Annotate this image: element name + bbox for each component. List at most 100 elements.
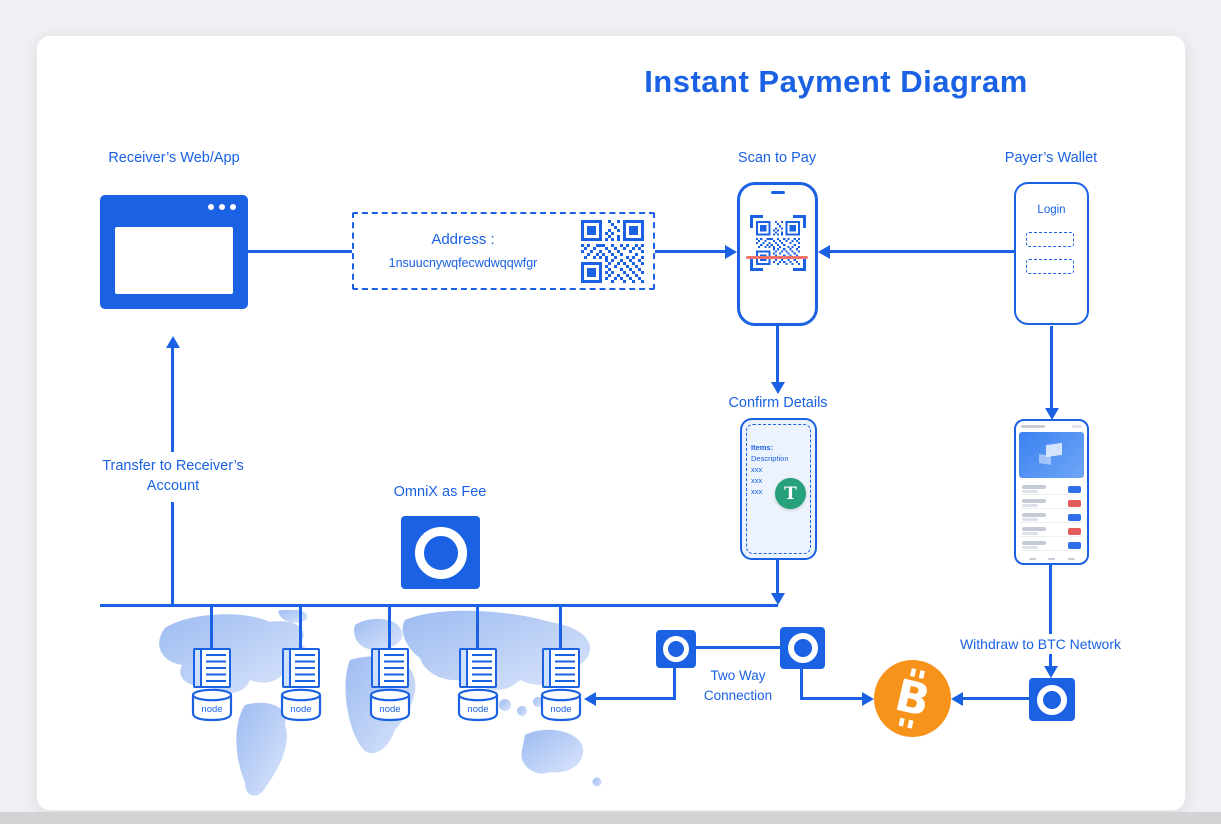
connector-bus-node [210,606,213,650]
arrowhead-to-walletapp [1044,408,1059,420]
browser-window-icon [100,195,248,309]
transfer-label-line2: Account [146,478,200,494]
wallet-badge [1068,513,1081,521]
node-label: node [467,704,488,715]
withdraw-label: Withdraw to BTC Network [948,634,1133,654]
server-icon [542,648,580,688]
item-line: xxx [751,465,763,474]
wallet-list-row [1020,525,1083,537]
omni-logo-icon [401,516,480,589]
arrowhead-to-bitcoin-left [862,691,874,706]
address-label: Address : [431,231,495,248]
qr-code-icon [581,220,644,283]
database-icon: node [369,688,411,722]
connector-omni-bitcoin-right [963,697,1029,700]
connector-omni-omni [696,646,780,649]
tether-symbol: T [784,483,797,504]
payers-wallet-label: Payer’s Wallet [1004,150,1098,166]
arrowhead-to-omni [1043,666,1058,678]
arrowhead-to-confirm [770,382,785,394]
connector-scan-confirm [776,326,779,382]
connector-bus-node [299,606,302,650]
wallet-badge [1068,499,1081,507]
wallet-badge [1068,527,1081,535]
node-label: node [290,704,311,715]
wallet-badge [1068,485,1081,493]
confirm-details-label: Confirm Details [728,395,828,411]
server-icon [282,648,320,688]
address-value: 1nsuucnywqfecwdwqqwfgr [388,256,538,270]
connector-omni-down-right [800,669,803,700]
scan-to-pay-label: Scan to Pay [737,150,817,166]
wallet-app-phone [1014,419,1089,565]
wallet-list-row [1020,483,1083,495]
arrowhead-to-browser [165,336,180,348]
arrowhead-to-scan-phone [725,244,737,259]
page-title: Instant Payment Diagram [644,64,1028,99]
connector-omni-nodes [594,697,676,700]
confirm-items-text: Items: Description xxx xxx xxx [751,442,789,497]
items-subtitle: Description [751,454,789,463]
confirm-details-phone: Items: Description xxx xxx xxx T [740,418,817,560]
server-icon [459,648,497,688]
bitcoin-icon: B [874,660,951,737]
transfer-label-line1: Transfer to Receiver’s [102,458,244,474]
login-password-field[interactable] [1026,259,1074,274]
omni-logo-icon [780,627,825,669]
wallet-list-row [1020,511,1083,523]
connector-confirm-bus [776,560,779,594]
connector-bus-node [559,606,562,650]
database-icon: node [191,688,233,722]
node-label: node [201,704,222,715]
connector-payer-walletapp [1050,326,1053,410]
connector-bus-node [388,606,391,650]
connector-bus-node [476,606,479,650]
two-way-label: Two Way Connection [688,666,788,706]
database-icon: node [280,688,322,722]
payer-login-phone: Login [1014,182,1089,325]
database-icon: node [457,688,499,722]
arrowhead-to-nodes [584,691,596,706]
arrowhead-to-bitcoin-right [951,691,963,706]
connector-payer-scan [830,250,1014,253]
transfer-label: Transfer to Receiver’s Account [84,456,262,496]
item-line: xxx [751,487,763,496]
connector-transfer-browser [171,348,174,452]
connector-walletapp-withdraw [1049,565,1052,666]
omni-logo-icon [656,630,696,668]
receiver-webapp-label: Receiver’s Web/App [108,150,240,166]
arrowhead-to-bus [770,593,785,605]
login-username-field[interactable] [1026,232,1074,247]
browser-dots-icon [208,204,236,210]
node-label: node [550,704,571,715]
login-label: Login [1037,204,1066,216]
server-icon [371,648,409,688]
address-box: Address : 1nsuucnywqfecwdwqqwfgr [352,212,655,290]
wallet-list-row [1020,539,1083,551]
items-title: Items: [751,443,774,452]
node-label: node [379,704,400,715]
database-icon: node [540,688,582,722]
wallet-banner-image [1019,432,1084,478]
wallet-list-row [1020,497,1083,509]
confirm-dashed-frame [746,424,811,554]
connector-browser-address [248,250,352,253]
two-way-line1: Two Way [710,668,766,683]
two-way-line2: Connection [703,688,773,703]
wallet-header-bar [1021,425,1045,428]
connector-omni-down [673,668,676,699]
scan-phone [737,182,818,326]
arrowhead-to-scan-phone-left [818,244,830,259]
phone-speaker-icon [770,191,785,194]
omnix-as-fee-label: OmniX as Fee [393,484,487,500]
wallet-header-right [1072,425,1082,428]
page-bottom-strip [0,812,1221,824]
tether-icon: T [775,478,806,509]
wallet-bottom-nav [1016,557,1087,560]
item-line: xxx [751,476,763,485]
omni-logo-icon [1029,678,1075,721]
scan-line-icon [746,256,808,259]
connector-omni-bitcoin [800,697,862,700]
connector-address-scan [655,250,725,253]
wallet-badge [1068,541,1081,549]
